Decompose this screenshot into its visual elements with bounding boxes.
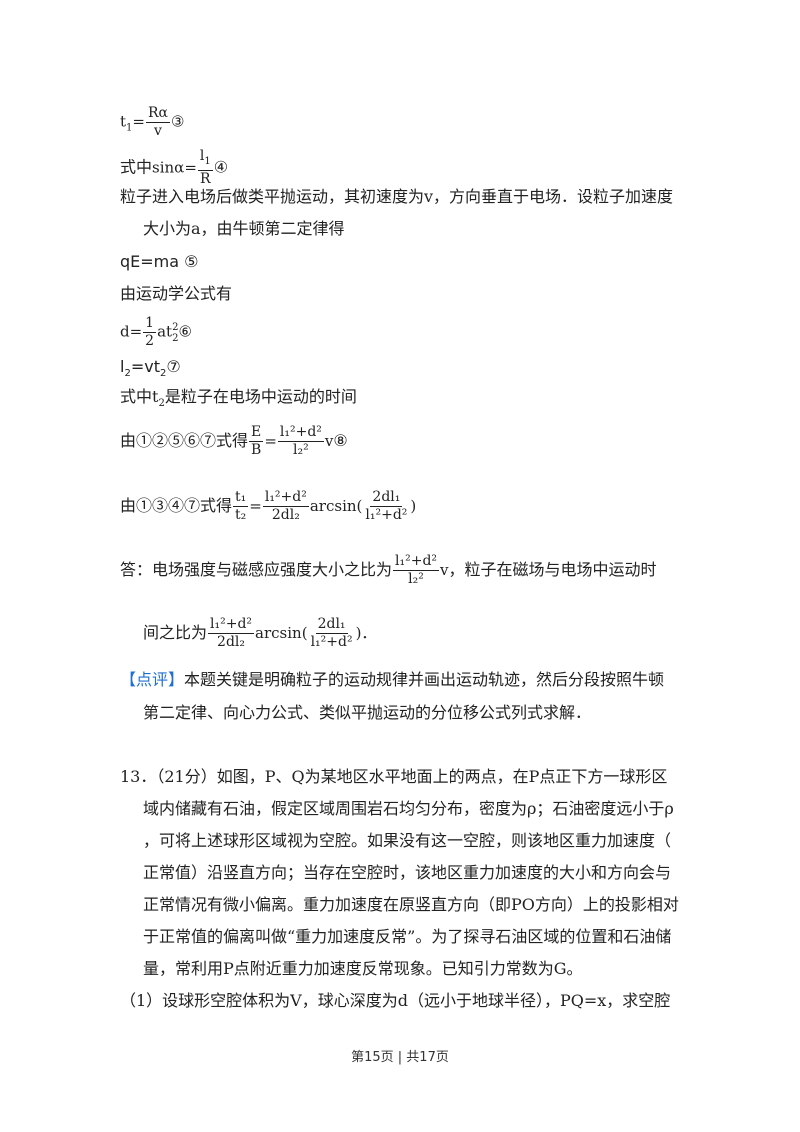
paragraph-2: 由运动学公式有 — [120, 284, 233, 303]
eq8-mark: ⑧ — [333, 431, 348, 450]
eq4-equals: = — [184, 158, 197, 177]
eq9-close: ) — [410, 497, 417, 515]
answer-line2-prefix: 间之比为 — [143, 623, 208, 642]
answer-arg-num: 2dl₁ — [315, 616, 348, 634]
eq6-numerator: 1 — [143, 315, 157, 333]
eq7-a: l — [120, 357, 125, 376]
p3-b: 是粒子在电场中运动的时间 — [164, 387, 357, 406]
answer-den-1: l₂² — [408, 571, 424, 587]
paragraph-1-line-1: 粒子进入电场后做类平抛运动，其初速度为v，方向垂直于电场．设粒子加速度 — [120, 187, 674, 206]
eq6-denominator: 2 — [145, 333, 155, 349]
answer-num-2: l₁²+d² — [208, 616, 255, 634]
eq9-equals: = — [249, 497, 262, 515]
eq3-mark: ③ — [170, 112, 185, 131]
q13-line-4: 正常值）沿竖直方向；当存在空腔时，该地区重力加速度的大小和方向会与 — [143, 863, 672, 882]
eq4-numerator: l1 — [197, 148, 213, 171]
q13-line-1: 13．（21分）如图，P、Q为某地区水平地面上的两点，在P点正下方一球形区 — [120, 767, 668, 786]
eq9-prefix: 由①③④⑦式得 — [120, 496, 233, 515]
q13-line-2: 域内储藏有石油，假定区域周围岩石均匀分布，密度为ρ；石油密度远小于ρ — [143, 799, 674, 818]
eq9-lhs-num: t₁ — [233, 489, 249, 507]
q13-line-7: 量，常利用P点附近重力加速度反常现象。已知引力常数为G。 — [143, 959, 583, 978]
q13-line-5: 正常情况有微小偏离。重力加速度在原竖直方向（即PO方向）上的投影相对 — [143, 895, 679, 914]
eq3-lhs: t — [120, 112, 127, 131]
answer-close: )． — [355, 624, 377, 642]
eq6-sub: 2 — [172, 332, 179, 344]
eq3-equals: = — [132, 112, 145, 131]
answer-arg-den: l₁²+d² — [310, 634, 353, 650]
paragraph-1-line-2: 大小为a，由牛顿第二定律得 — [143, 219, 345, 238]
eq6-mark: ⑥ — [178, 322, 192, 341]
paragraph-3: 式中t2是粒子在电场中运动的时间 — [120, 386, 357, 415]
page-footer: 第15页 | 共17页 — [351, 1050, 449, 1065]
comment-tag: 【点评】 — [120, 670, 185, 689]
eq3-numerator: Rα — [145, 105, 170, 123]
eq4-lhs: sinα — [152, 158, 185, 177]
eq8-rhs-den: l₂² — [293, 442, 309, 458]
eq4-num-main: l — [199, 148, 205, 164]
answer-fn: arcsin( — [255, 624, 308, 642]
eq4-num-sub: 1 — [204, 155, 211, 167]
answer-suffix: ，粒子在磁场与电场中运动时 — [448, 560, 657, 579]
answer-den-2: 2dl₂ — [217, 634, 245, 650]
eq9-lhs-den: t₂ — [235, 507, 247, 523]
eq7-b: =vt — [130, 357, 160, 376]
eq7-b-sub: 2 — [159, 368, 167, 380]
answer-tail: v — [440, 561, 449, 579]
eq8-lhs-num: E — [249, 424, 264, 442]
eq9-rhs-num: l₁²+d² — [262, 489, 309, 507]
q13-subquestion-1: （1）设球形空腔体积为V，球心深度为d（远小于地球半径），PQ=x，求空腔 — [120, 991, 671, 1010]
p3-a-sub: 2 — [158, 398, 165, 410]
eq9-arg-num: 2dl₁ — [370, 489, 403, 507]
eq4-denominator: R — [200, 170, 211, 187]
comment-text-1: 本题关键是明确粒子的运动规律并画出运动轨迹，然后分段按照牛顿 — [184, 670, 665, 689]
eq9-arg-den: l₁²+d² — [365, 507, 408, 523]
eq8-lhs-den: B — [251, 442, 262, 458]
comment-line-2: 第二定律、向心力公式、类似平抛运动的分位移公式列式求解． — [143, 703, 592, 722]
comment-line-1: 【点评】本题关键是明确粒子的运动规律并画出运动轨迹，然后分段按照牛顿 — [120, 669, 664, 691]
eq9-fn: arcsin( — [309, 497, 363, 515]
answer-num-1: l₁²+d² — [393, 553, 440, 571]
p3-a: 式中t — [120, 387, 159, 406]
eq8-rhs-num: l₁²+d² — [277, 424, 324, 442]
eq7-mark: ⑦ — [166, 357, 181, 376]
eq6-lhs: d= — [120, 322, 143, 341]
eq3-denominator: v — [154, 123, 162, 139]
eq4-prefix: 式中 — [120, 157, 153, 177]
eq6-rest: at — [157, 322, 173, 341]
eq4-mark: ④ — [213, 157, 229, 177]
q13-line-6: 于正常值的偏离叫做“重力加速度反常”。为了探寻石油区域的位置和石油储 — [143, 927, 672, 946]
eq9-rhs-den: 2dl₂ — [271, 507, 300, 523]
equation-5: qE=ma ⑤ — [120, 252, 199, 271]
q13-line-3: ，可将上述球形区域视为空腔。如果没有这一空腔，则该地区重力加速度（ — [143, 831, 672, 850]
eq6-sup: 2 — [172, 321, 179, 333]
eq8-tail: v — [324, 432, 334, 450]
eq8-prefix: 由①②⑤⑥⑦式得 — [120, 431, 249, 450]
eq8-equals: = — [264, 432, 277, 450]
eq7-a-sub: 2 — [124, 368, 131, 380]
equation-7: l2=vt2⑦ — [120, 356, 181, 385]
eq3-lhs-sub: 1 — [126, 122, 133, 134]
answer-prefix: 答：电场强度与磁感应强度大小之比为 — [120, 560, 393, 579]
